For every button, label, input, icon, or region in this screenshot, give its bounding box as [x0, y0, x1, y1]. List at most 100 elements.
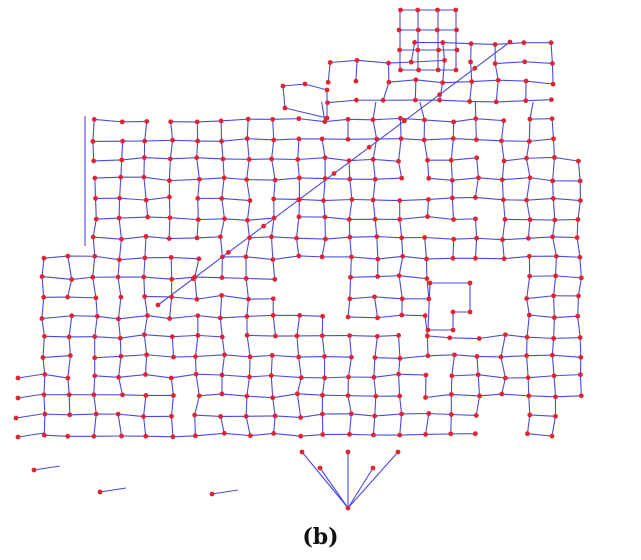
junction-node: [370, 117, 376, 123]
junction-node: [525, 375, 531, 381]
pipe-edge: [99, 487, 127, 493]
junction-node: [524, 334, 530, 340]
junction-node: [553, 253, 559, 259]
junction-node: [195, 313, 201, 319]
pipe-edge: [504, 157, 527, 162]
junction-node: [451, 236, 457, 242]
junction-node: [426, 411, 432, 416]
pipe-edge: [118, 218, 122, 240]
pipe-edge: [374, 357, 400, 359]
pipe-edge: [300, 413, 323, 419]
junction-node: [448, 431, 454, 437]
junction-node: [412, 97, 418, 103]
pipe-edge: [143, 176, 170, 182]
pipe-edge: [92, 119, 95, 142]
pipe-edge: [147, 216, 170, 219]
pipe-edge: [122, 394, 146, 397]
pipe-edge: [221, 177, 225, 199]
pipe-edge: [526, 336, 554, 339]
junction-node: [453, 67, 459, 73]
pipe-edge: [144, 236, 147, 258]
junction-node: [324, 115, 330, 121]
pipe-edge: [171, 373, 197, 379]
junction-node: [425, 214, 430, 219]
junction-node: [116, 215, 122, 221]
pipe-edge: [41, 258, 45, 277]
pipe-edge: [321, 238, 326, 257]
junction-node: [467, 99, 473, 104]
junction-node: [221, 430, 227, 436]
pipe-edge: [399, 413, 403, 436]
junction-node: [67, 412, 73, 418]
pipe-edge: [397, 138, 402, 162]
pipe-edge: [301, 451, 349, 509]
pipe-edge: [247, 334, 276, 337]
pipe-edge: [423, 139, 429, 161]
pipe-edge: [505, 334, 528, 338]
pipe-edge: [120, 159, 123, 178]
junction-node: [372, 413, 378, 419]
pipe-edge: [528, 375, 555, 379]
pipe-edge: [442, 42, 472, 45]
junction-node: [119, 119, 125, 125]
junction-node: [41, 432, 47, 438]
junction-node: [524, 353, 529, 359]
pipe-edge: [504, 255, 530, 260]
pipe-edge: [68, 394, 71, 415]
junction-node: [451, 119, 457, 125]
pipe-edge: [194, 414, 221, 417]
junction-node: [13, 415, 19, 421]
junction-node: [499, 177, 505, 183]
junction-node: [39, 316, 45, 321]
pipe-edge: [221, 197, 250, 202]
junction-node: [217, 315, 223, 321]
junction-node: [167, 316, 173, 321]
pipe-edge: [348, 395, 376, 397]
junction-node: [195, 138, 201, 144]
junction-node: [472, 65, 478, 71]
pipe-edge: [93, 375, 96, 395]
pipe-edge: [224, 354, 251, 358]
pipe-edge: [322, 200, 326, 218]
pipe-edge: [296, 377, 302, 394]
junction-node: [380, 97, 386, 103]
junction-node: [415, 27, 421, 33]
pipe-edge: [118, 356, 122, 378]
junction-node: [525, 235, 531, 241]
network-edges: [15, 9, 582, 509]
pipe-edge: [426, 278, 430, 299]
pipe-edge: [349, 237, 352, 257]
junction-node: [90, 234, 96, 240]
junction-node: [118, 294, 124, 300]
pipe-edge: [471, 79, 499, 83]
pipe-edge: [470, 61, 473, 82]
pipe-edge: [67, 256, 73, 280]
junction-node: [270, 257, 276, 262]
pipe-edge: [348, 160, 351, 180]
junction-node: [299, 449, 305, 455]
pipe-edge: [246, 159, 250, 180]
junction-node: [345, 116, 351, 122]
pipe-edge: [197, 120, 222, 123]
junction-node: [425, 327, 431, 333]
junction-node: [65, 375, 71, 381]
junction-node: [440, 40, 446, 45]
pipe-edge: [325, 157, 350, 162]
junction-node: [269, 352, 275, 358]
pipe-edge: [452, 239, 455, 259]
pipe-edge: [270, 355, 273, 376]
junction-node: [194, 155, 200, 161]
pipe-edge: [554, 374, 581, 377]
junction-node: [192, 274, 198, 280]
junction-node: [119, 236, 124, 242]
pipe-edge: [411, 59, 445, 63]
junction-node: [353, 78, 359, 84]
junction-node: [296, 354, 302, 360]
pipe-edge: [211, 489, 239, 495]
pipe-edge: [194, 276, 223, 279]
pipe-edge: [219, 218, 226, 237]
junction-node: [426, 175, 432, 181]
pipe-edge: [142, 395, 147, 417]
pipe-edge: [93, 413, 97, 437]
junction-node: [41, 294, 47, 300]
